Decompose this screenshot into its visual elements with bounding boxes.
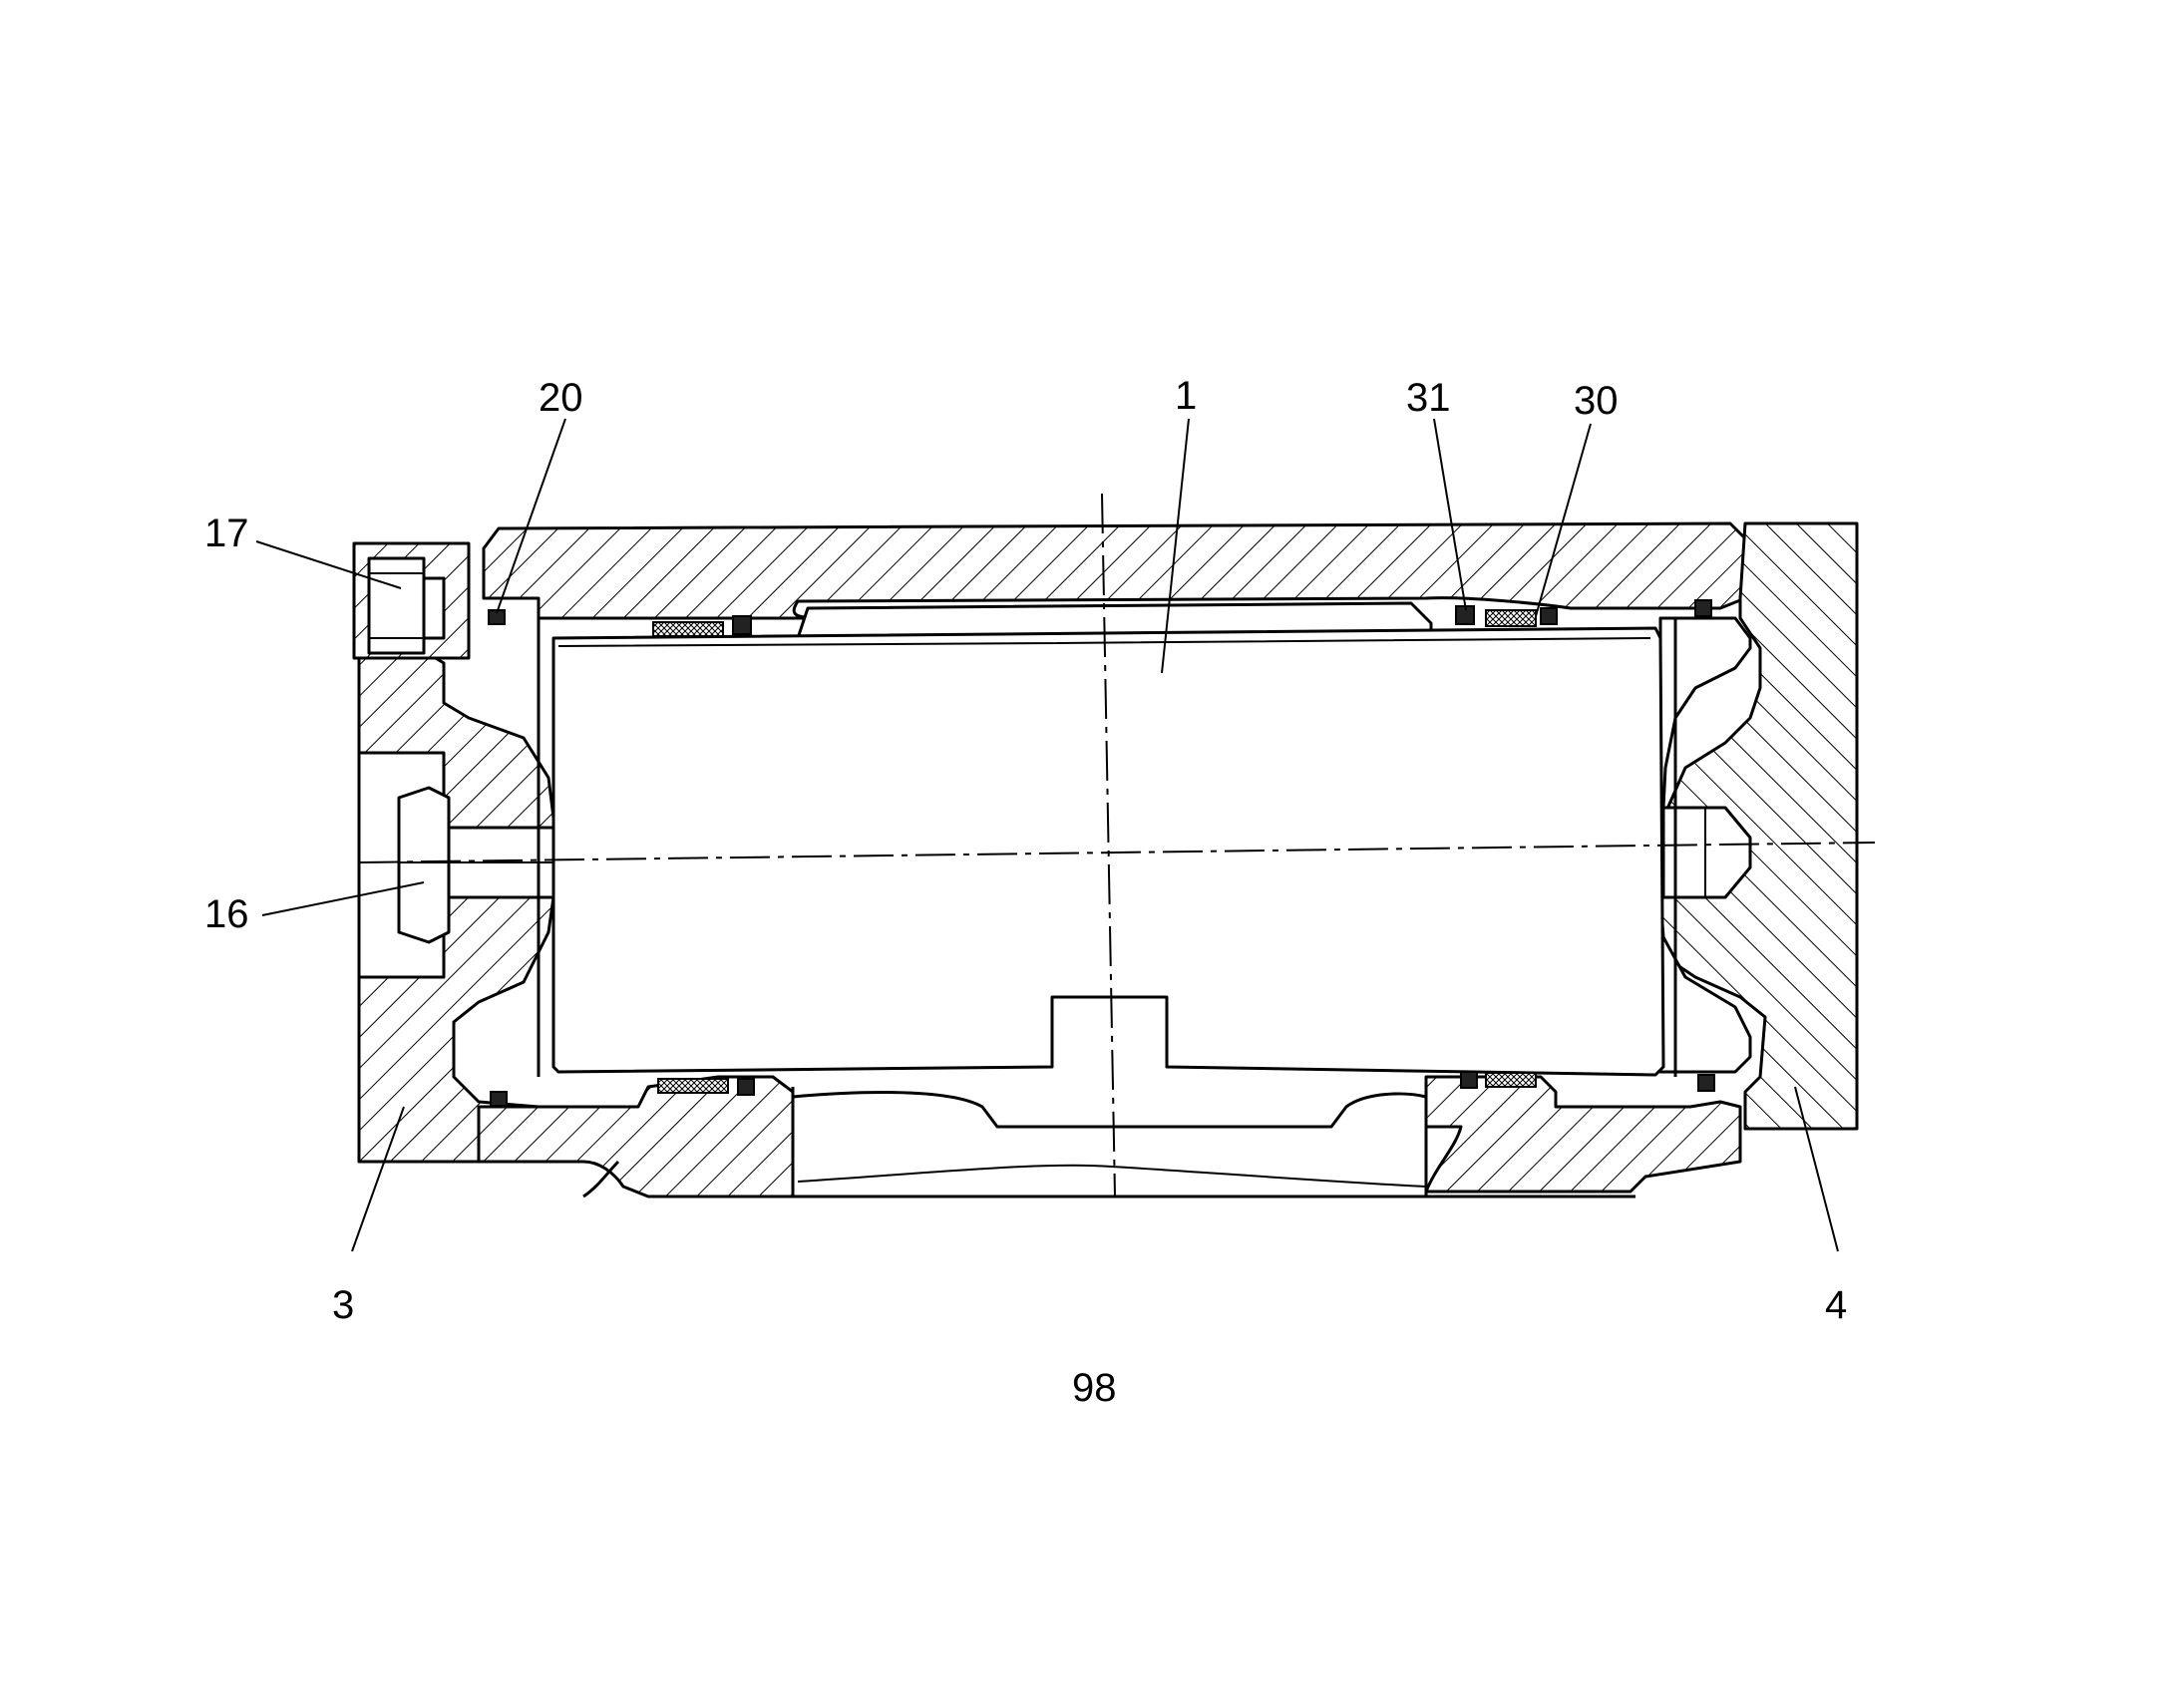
packing-left-top <box>652 621 724 637</box>
label-30: 30 <box>1574 379 1619 423</box>
seal-right-top <box>1694 599 1712 617</box>
lower-housing-right <box>1424 1075 1742 1194</box>
leader-1 <box>1161 418 1190 674</box>
seal-right-bottom-a <box>1460 1071 1478 1089</box>
packing-right-bottom <box>1485 1072 1537 1088</box>
leader-16 <box>261 881 425 916</box>
upper-housing <box>482 521 1747 620</box>
seal-left-bottom-b <box>490 1091 508 1107</box>
label-4: 4 <box>1825 1283 1847 1327</box>
leader-30 <box>1535 423 1592 617</box>
label-3: 3 <box>332 1283 354 1327</box>
lower-housing-left <box>477 1075 795 1198</box>
label-31: 31 <box>1406 376 1451 420</box>
bolt-nut-icon <box>397 786 451 944</box>
label-1: 1 <box>1175 374 1197 418</box>
leader-31 <box>1433 418 1467 611</box>
vertical-centerline <box>1101 493 1116 1197</box>
packing-30-icon <box>1485 609 1537 627</box>
seal-30-end <box>1540 607 1558 625</box>
seal-right-bottom-b <box>1697 1074 1715 1092</box>
label-17: 17 <box>204 512 249 555</box>
lower-profile <box>792 1091 1427 1129</box>
leader-20 <box>496 418 566 614</box>
page-number: 98 <box>1072 1366 1117 1410</box>
label-20: 20 <box>539 376 583 420</box>
lower-skirt <box>582 1077 1635 1198</box>
packing-left-bottom <box>657 1078 729 1094</box>
seal-20-icon <box>488 609 506 625</box>
seal-left-bottom-a <box>737 1078 755 1096</box>
leader-4 <box>1794 1086 1839 1252</box>
horizontal-centerline <box>358 842 1876 863</box>
label-16: 16 <box>204 892 249 936</box>
leader-17 <box>255 540 402 589</box>
seal-left-top <box>732 615 752 635</box>
leader-3 <box>351 1106 405 1252</box>
